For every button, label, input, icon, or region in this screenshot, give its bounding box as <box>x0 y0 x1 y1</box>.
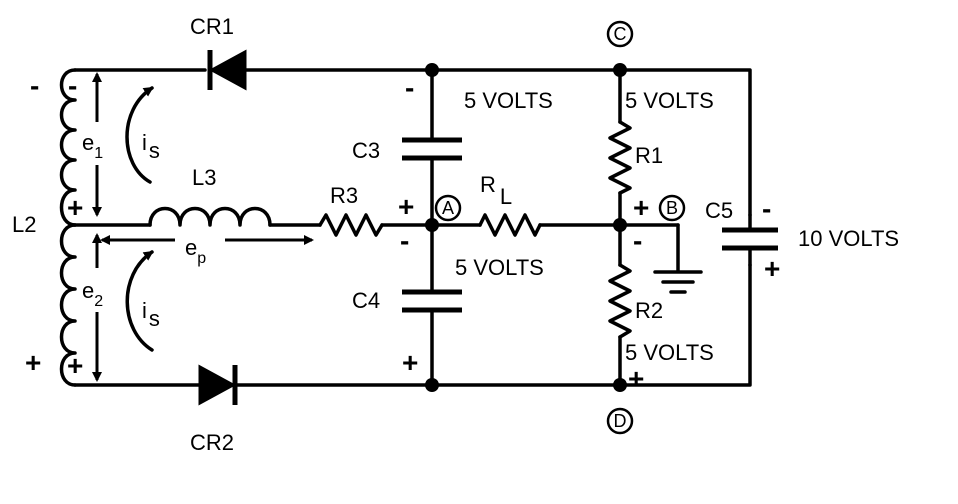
node-c-label: C <box>614 24 627 44</box>
top-wire <box>73 68 752 217</box>
cr1-diode <box>208 49 247 91</box>
r3-zigzag <box>318 213 384 237</box>
node-b-circle <box>658 194 686 222</box>
c4-label: C4 <box>352 288 380 313</box>
polarity-c4-bottom: + <box>402 347 418 378</box>
is-upper-label: is <box>142 130 160 163</box>
polarity-l2-top-inner: - <box>68 70 77 101</box>
node-b-label: B <box>666 198 678 218</box>
cr2-label: CR2 <box>190 430 234 455</box>
node-a-circle <box>434 194 462 222</box>
node-c-circle <box>606 20 634 48</box>
r1-zigzag <box>608 120 632 195</box>
ep-label: ep <box>185 235 206 267</box>
r2-label: R2 <box>635 298 663 323</box>
polarity-l2-mid: + <box>67 192 83 223</box>
polarity-r2-bottom: + <box>628 363 644 394</box>
junction-dot <box>425 218 439 232</box>
junction-dot <box>613 63 627 77</box>
r2-voltage-label: 5 VOLTS <box>625 340 714 365</box>
polarity-c4-top: - <box>400 225 409 256</box>
r1-voltage-label: 5 VOLTS <box>625 88 714 113</box>
c3-voltage-label: 5 VOLTS <box>464 88 553 113</box>
c3-plates <box>402 137 462 161</box>
l3-coil <box>148 206 272 227</box>
c5-label: C5 <box>705 198 733 223</box>
r3-label: R3 <box>330 183 358 208</box>
node-d-label: D <box>614 411 627 431</box>
node-d-circle <box>606 407 634 435</box>
junction-dot <box>613 218 627 232</box>
polarity-l2-bottom-outer: + <box>25 347 41 378</box>
polarity-r1-bottom: + <box>633 192 649 223</box>
c5-plates <box>722 227 778 251</box>
c5-voltage-label: 10 VOLTS <box>798 226 899 251</box>
polarity-l2-top-outer: - <box>30 70 39 101</box>
e1-label: e1 <box>82 130 103 162</box>
r2-zigzag <box>608 263 632 339</box>
bottom-wire <box>73 263 752 387</box>
l2-label: L2 <box>12 212 36 237</box>
l2-lower-coil <box>59 223 77 387</box>
c4-plates <box>402 289 462 313</box>
l3-label: L3 <box>192 165 216 190</box>
junction-dot <box>613 378 627 392</box>
polarity-c5-bottom: + <box>764 253 780 284</box>
junction-dot <box>425 63 439 77</box>
junction-dot <box>425 378 439 392</box>
cr2-diode <box>198 364 237 406</box>
polarity-c5-top: - <box>762 193 771 224</box>
e2-label: e2 <box>82 278 103 310</box>
is-lower-label: is <box>142 298 160 331</box>
ground-symbol <box>653 270 703 294</box>
polarity-r2-top: - <box>633 225 642 256</box>
rl-zigzag <box>478 213 542 237</box>
c4-voltage-label: 5 VOLTS <box>455 255 544 280</box>
l2-upper-coil <box>59 68 77 227</box>
is-upper-arrow <box>125 86 154 184</box>
polarity-c3-top: - <box>405 72 414 103</box>
polarity-l2-bottom-inner: + <box>67 350 83 381</box>
c3-label: C3 <box>352 138 380 163</box>
r1-label: R1 <box>635 143 663 168</box>
is-lower-arrow <box>125 250 154 352</box>
node-a-label: A <box>442 198 454 218</box>
polarity-c3-bottom: + <box>398 191 414 222</box>
cr1-label: CR1 <box>190 14 234 39</box>
